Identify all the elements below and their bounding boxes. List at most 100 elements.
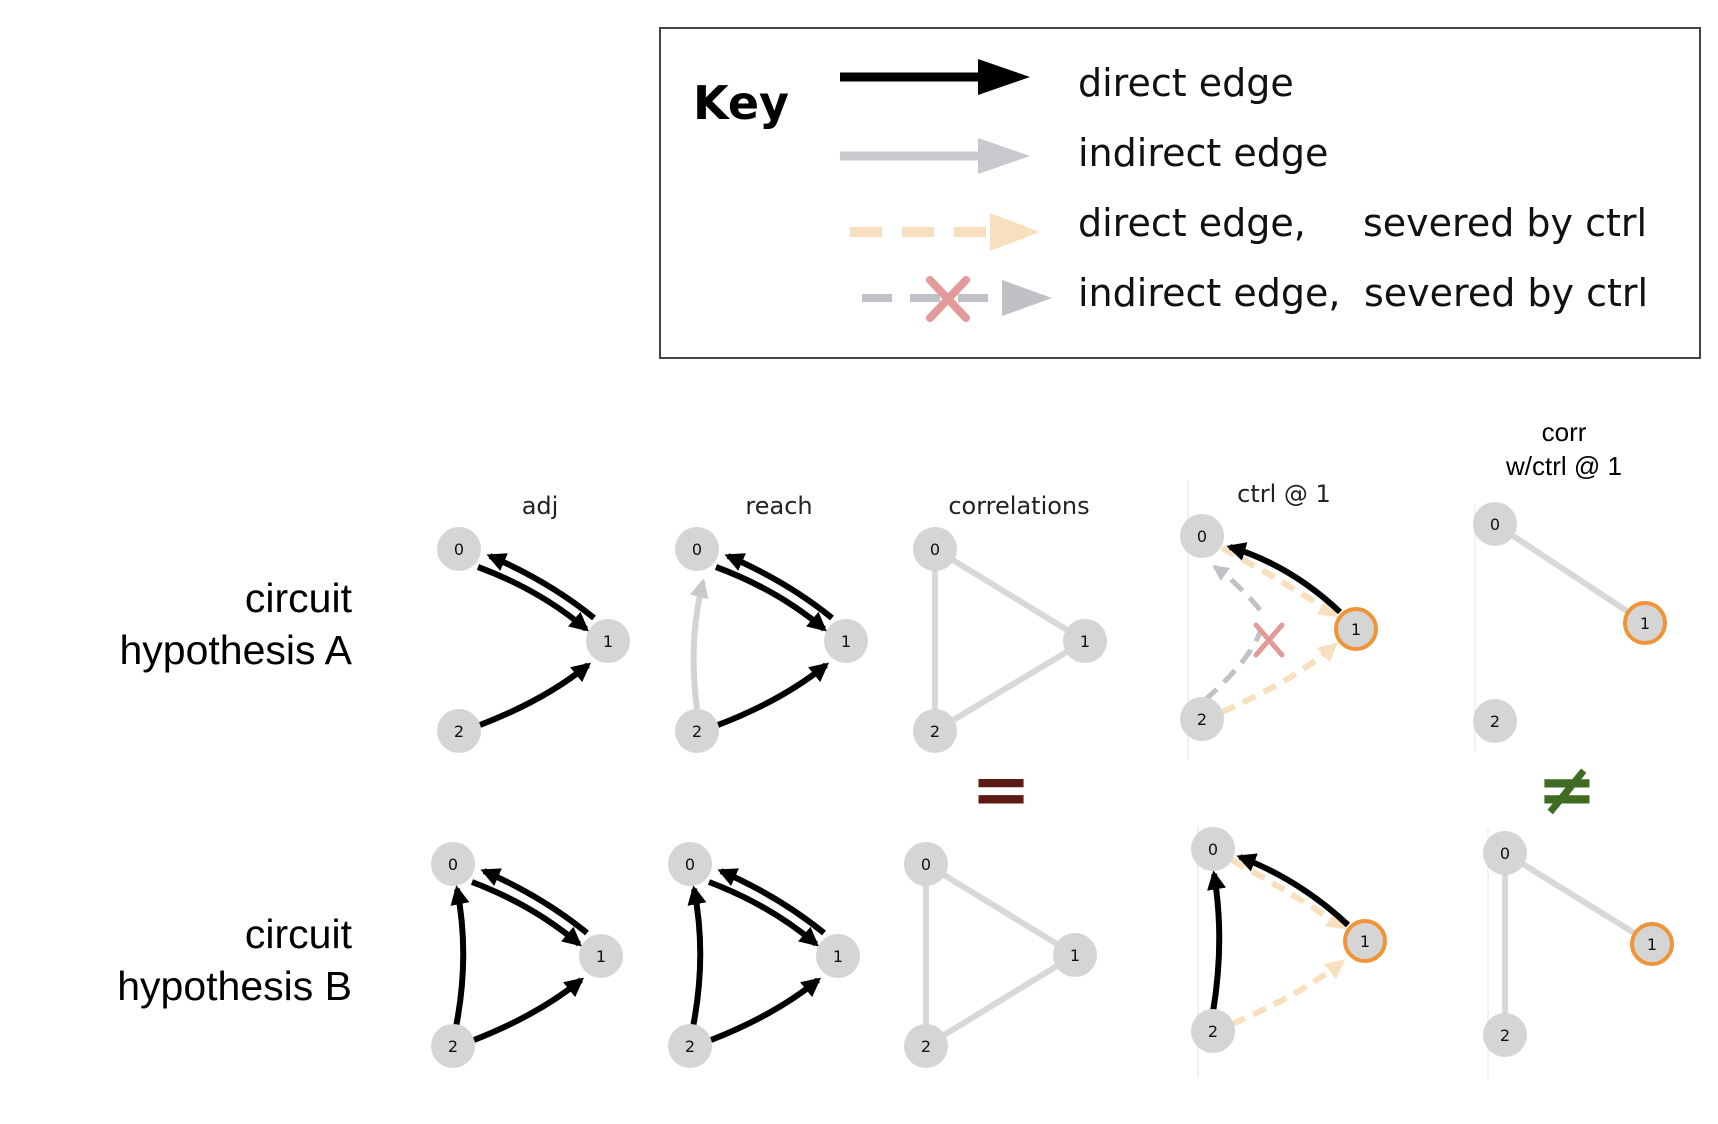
node-1-controlled: 1 (1334, 607, 1378, 651)
panel-reach-b: 0 1 2 (668, 842, 860, 1068)
node-0: 0 (1191, 827, 1235, 871)
node-2-label: 2 (1500, 1026, 1510, 1045)
panel-corr-ctrl-b: 0 1 2 (1483, 831, 1674, 1057)
node-0-label: 0 (685, 855, 695, 874)
node-0-label: 0 (921, 855, 931, 874)
node-0-label: 0 (448, 855, 458, 874)
panel-ctrl-b: 0 1 2 (1191, 827, 1387, 1053)
edge-2-0-indirect (689, 578, 709, 710)
edge-0-1 (476, 564, 589, 632)
node-0-label: 0 (930, 540, 940, 559)
corr-edge-1-2 (933, 638, 1087, 734)
row-b-line1: circuit (245, 911, 353, 957)
node-0: 0 (675, 527, 719, 571)
edge-1-0 (480, 868, 589, 936)
node-2: 2 (437, 709, 481, 753)
key-label-direct-severed-note: severed by ctrl (1363, 201, 1647, 245)
node-2-label: 2 (930, 722, 940, 741)
edge-2-1 (472, 977, 584, 1043)
edge-0-1 (714, 564, 827, 632)
node-2: 2 (1473, 699, 1517, 743)
corr-edge-1-2 (924, 952, 1077, 1049)
panel-adj-a: 0 1 2 (437, 527, 630, 753)
edge-1-0 (1236, 853, 1351, 928)
node-2: 2 (431, 1024, 475, 1068)
node-0-label: 0 (1208, 840, 1218, 859)
node-2: 2 (904, 1024, 948, 1068)
node-1: 1 (579, 934, 623, 978)
key-direct-severed-arrowhead (990, 213, 1040, 251)
node-0: 0 (668, 842, 712, 886)
node-0: 0 (904, 842, 948, 886)
node-2: 2 (675, 709, 719, 753)
node-1-label: 1 (1360, 932, 1370, 951)
node-1: 1 (1053, 933, 1097, 977)
node-1-label: 1 (1640, 614, 1650, 633)
node-2-label: 2 (448, 1037, 458, 1056)
node-1-label: 1 (1351, 620, 1361, 639)
key-legend: Key direct edge indirect edge direct edg… (659, 27, 1701, 359)
node-2: 2 (668, 1024, 712, 1068)
key-label-direct: direct edge (1078, 61, 1294, 105)
severed-edge-2-1 (1220, 642, 1338, 715)
key-cross-icon (926, 276, 970, 322)
node-2: 2 (1483, 1013, 1527, 1057)
node-0: 0 (1483, 831, 1527, 875)
key-item-indirect: indirect edge (840, 131, 1328, 175)
node-2: 2 (1191, 1009, 1235, 1053)
edge-0-1 (707, 879, 819, 947)
node-1-label: 1 (1070, 946, 1080, 965)
node-1-label: 1 (841, 632, 851, 651)
node-2-label: 2 (1208, 1022, 1218, 1041)
node-2-label: 2 (1490, 712, 1500, 731)
panel-correlations-a: 0 1 2 (913, 527, 1107, 753)
panel-corr-ctrl-a: 0 1 2 (1473, 502, 1667, 743)
panel-reach-a: 0 1 2 (675, 527, 868, 753)
severed-indirect-edge-2-0-head (1212, 564, 1262, 612)
node-0: 0 (1473, 502, 1517, 546)
row-a-line2: hypothesis A (120, 627, 353, 673)
corr-edge-0-1 (1503, 850, 1654, 947)
key-border (659, 27, 1701, 359)
node-1-controlled: 1 (1343, 919, 1387, 963)
key-label-indirect-severed-note: severed by ctrl (1364, 271, 1648, 315)
key-indirect-arrowhead (978, 138, 1030, 174)
key-label-indirect-severed: indirect edge, (1078, 271, 1340, 315)
panel-correlations-b: 0 1 2 (904, 842, 1097, 1068)
node-0-label: 0 (692, 540, 702, 559)
corr-edge-0-1 (924, 861, 1077, 958)
severed-edge-0-1 (1220, 545, 1339, 618)
node-1-label: 1 (596, 947, 606, 966)
row-label-b: circuit hypothesis B (117, 911, 352, 1009)
edge-1-0 (486, 553, 596, 621)
node-1-controlled: 1 (1623, 601, 1667, 645)
node-2-label: 2 (454, 722, 464, 741)
node-2-label: 2 (921, 1037, 931, 1056)
node-1-label: 1 (833, 947, 843, 966)
node-1-controlled: 1 (1630, 922, 1674, 966)
edge-1-0 (717, 868, 826, 936)
node-1: 1 (586, 619, 630, 663)
key-indirect-severed-arrowhead (1002, 280, 1052, 316)
corr-edge-0-1 (1493, 521, 1647, 626)
key-title: Key (693, 76, 789, 130)
node-2: 2 (913, 709, 957, 753)
row-b-line2: hypothesis B (117, 963, 352, 1009)
col-title-ctrl: ctrl @ 1 (1237, 480, 1331, 508)
severed-edge-2-1 (1230, 959, 1346, 1027)
col-title-corr-ctrl-line2: w/ctrl @ 1 (1505, 451, 1622, 481)
node-2-label: 2 (685, 1037, 695, 1056)
node-1: 1 (816, 934, 860, 978)
severed-indirect-edge-2-0 (1203, 631, 1263, 702)
row-label-a: circuit hypothesis A (120, 575, 353, 673)
edge-2-1 (478, 662, 591, 728)
node-0-label: 0 (1500, 844, 1510, 863)
equals-symbol: = (971, 747, 1031, 831)
node-0-label: 0 (454, 540, 464, 559)
node-1-label: 1 (1647, 935, 1657, 954)
edge-2-0 (1207, 870, 1226, 1013)
node-2: 2 (1180, 697, 1224, 741)
edge-1-0 (724, 553, 834, 621)
node-0: 0 (431, 842, 475, 886)
